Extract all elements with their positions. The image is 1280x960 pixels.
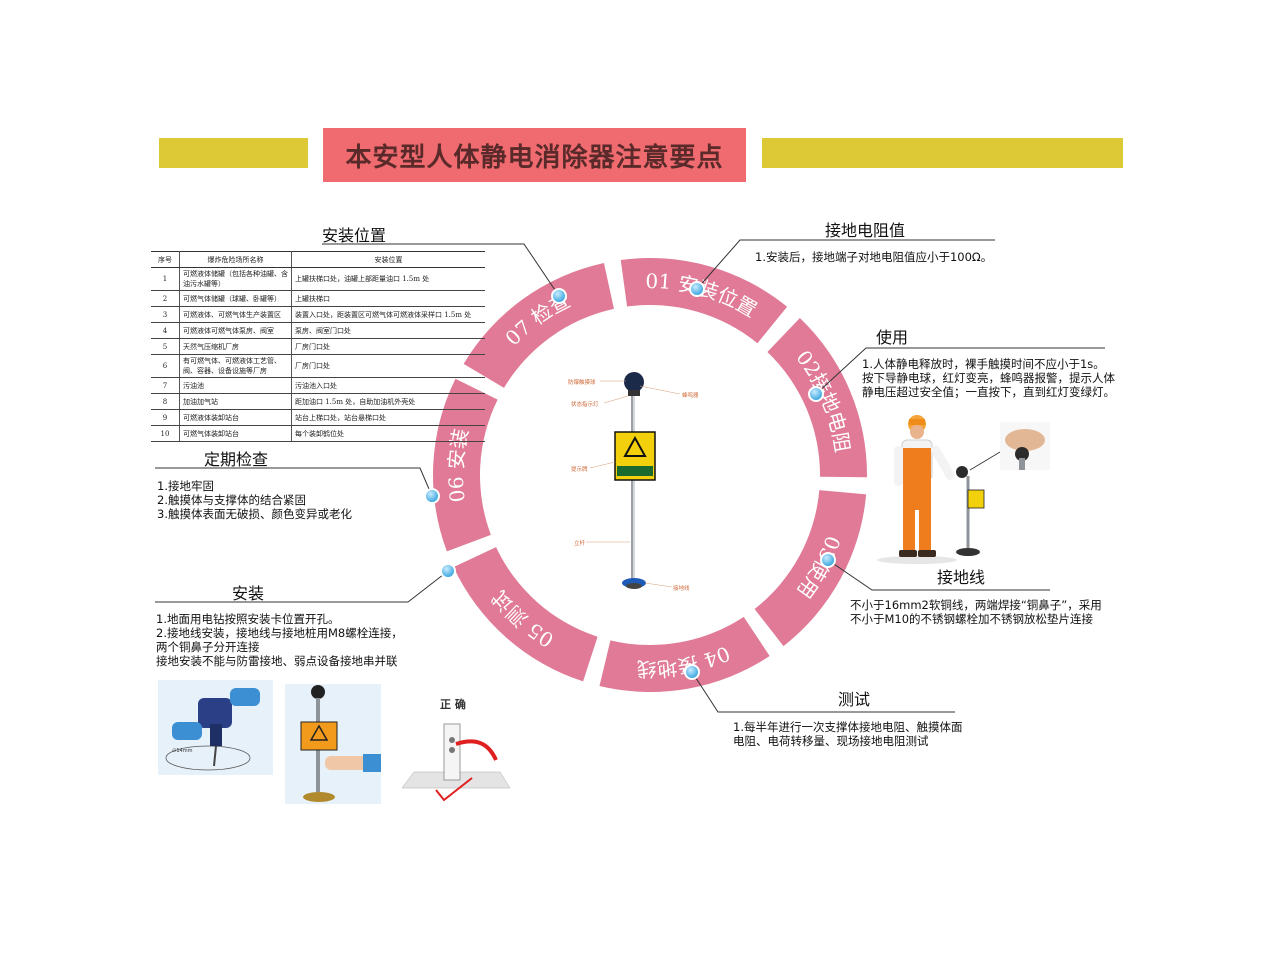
page-title: 本安型人体静电消除器注意要点 (323, 128, 746, 182)
segment-dots (424, 281, 836, 680)
install-line-2: 2.接地线安装，接地线与接地桩用M8螺栓连接， (156, 626, 403, 640)
ground-install-illustration (285, 684, 381, 804)
test-line-1: 1.每半年进行一次支撑体接地电阻、触摸体面 (733, 720, 963, 734)
check-line-3: 3.触摸体表面无破损、颜色变异或老化 (157, 507, 352, 521)
check-line-2: 2.触摸体与支撑体的结合紧固 (157, 493, 306, 507)
install-line-3: 两个铜鼻子分开连接 (156, 640, 260, 654)
usage-line-3: 静电压超过安全值；一直按下，直到红灯变绿灯。 (862, 385, 1115, 399)
table-header: 爆炸危险场所名称 (179, 251, 292, 268)
label-indicator: 状态指示灯 (571, 402, 599, 408)
ring-segment (754, 490, 867, 647)
label-touch-ball: 防爆触摸球 (568, 380, 596, 386)
ring-segment (599, 616, 770, 692)
label-pole: 立杆 (574, 541, 586, 547)
ground-wire-line-2: 不小于M10的不锈钢螺栓加不锈钢放松垫片连接 (850, 612, 1094, 626)
install-line-4: 接地安装不能与防雷接地、弱点设备接地串并联 (156, 654, 398, 668)
drill-illustration: ∅14mm (158, 680, 273, 775)
left-banner-bar (159, 138, 308, 168)
test-line-2: 电阻、电荷转移量、现场接地电阻测试 (733, 734, 929, 748)
label-buzzer: 蜂鸣器 (682, 393, 699, 399)
worker-usage-illustration (877, 415, 1050, 564)
usage-line-2: 按下导静电球，红灯变亮，蜂鸣器报警，提示人体 (862, 371, 1115, 385)
label-ground-wire: 接地线 (673, 586, 690, 592)
device-illustration (614, 372, 656, 589)
ground-resistance-text: 1.安装后，接地端子对地电阻值应小于100Ω。 (755, 250, 993, 264)
correct-label: 正 确 (440, 698, 466, 711)
usage-heading: 使用 (876, 328, 909, 347)
ground-wire-line-1: 不小于16mm2软铜线，两端焊接“铜鼻子”，采用 (850, 598, 1102, 612)
correct-connection-illustration (401, 723, 511, 802)
ring-segment (620, 257, 788, 344)
install-heading: 安装 (232, 584, 265, 603)
check-heading: 定期检查 (204, 450, 269, 469)
table-header: 安装位置 (291, 251, 485, 268)
right-banner-bar (762, 138, 1123, 168)
ring-segment (463, 262, 614, 388)
label-sign: 提示牌 (571, 467, 588, 473)
drill-note: ∅14mm (172, 748, 193, 754)
install-line-1: 1.地面用电钻按照安装卡位置开孔。 (156, 612, 340, 626)
leader-lines (155, 239, 1105, 713)
usage-line-1: 1.人体静电释放时，裸手触摸时间不应小于1s。 (862, 357, 1105, 371)
install-position-heading: 安装位置 (322, 226, 387, 245)
ground-wire-heading: 接地线 (937, 568, 986, 587)
test-heading: 测试 (838, 690, 871, 709)
check-line-1: 1.接地牢固 (157, 479, 214, 493)
table-header: 序号 (151, 251, 180, 268)
ring-segment (453, 547, 598, 682)
ground-resistance-heading: 接地电阻值 (825, 221, 906, 240)
